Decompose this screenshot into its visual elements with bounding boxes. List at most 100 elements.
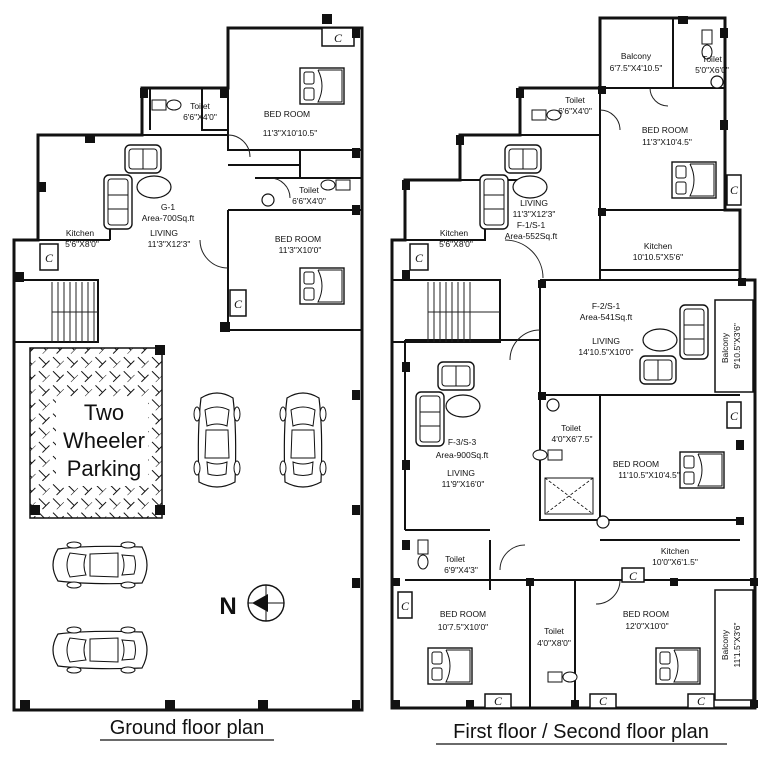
- car-icon: [279, 392, 327, 488]
- cupboard-icon: [39, 243, 59, 271]
- svg-text:BED ROOM: BED ROOM: [642, 125, 688, 135]
- balcony-frame: [714, 589, 754, 701]
- svg-text:LIVING: LIVING: [447, 468, 475, 478]
- svg-text:Balcony: Balcony: [621, 51, 652, 61]
- bed-icon: [655, 647, 701, 685]
- svg-text:5'0"X6'0": 5'0"X6'0": [695, 65, 729, 75]
- svg-text:6'6"X4'0": 6'6"X4'0": [183, 112, 217, 122]
- svg-text:C: C: [415, 251, 424, 265]
- svg-text:C: C: [234, 297, 243, 311]
- svg-text:6'9"X4'3": 6'9"X4'3": [444, 565, 478, 575]
- svg-text:Toilet: Toilet: [561, 423, 581, 433]
- ground-floor-caption: Ground floor plan: [110, 717, 265, 739]
- svg-text:Kitchen: Kitchen: [661, 546, 690, 556]
- ground-columns: [14, 14, 360, 710]
- svg-text:6'6"X4'0": 6'6"X4'0": [292, 196, 326, 206]
- table-icon: [445, 394, 481, 418]
- svg-text:11'3"X10'4.5": 11'3"X10'4.5": [642, 137, 692, 147]
- cupboard-icon: [229, 289, 247, 317]
- svg-text:C: C: [494, 694, 503, 708]
- sofa-icon: [479, 174, 509, 230]
- sofa-icon: [679, 304, 709, 360]
- svg-text:LIVING: LIVING: [592, 336, 620, 346]
- parking-label-line2: Wheeler: [63, 428, 145, 453]
- svg-text:Toilet: Toilet: [702, 54, 722, 64]
- ground-floor-plan: Two Wheeler Parking C C C: [12, 14, 364, 741]
- svg-text:9'10.5"X3'6": 9'10.5"X3'6": [732, 323, 742, 369]
- svg-text:N: N: [219, 593, 236, 620]
- svg-text:C: C: [401, 599, 410, 613]
- upper-columns: [392, 16, 758, 708]
- svg-text:BED ROOM: BED ROOM: [264, 109, 310, 119]
- ground-staircase: [13, 279, 99, 343]
- svg-text:Toilet: Toilet: [299, 185, 319, 195]
- svg-text:BED ROOM: BED ROOM: [275, 234, 321, 244]
- svg-text:G-1: G-1: [161, 202, 175, 212]
- svg-text:Toilet: Toilet: [190, 101, 210, 111]
- toilet-icon: [417, 539, 429, 570]
- sofa-icon: [639, 355, 677, 385]
- svg-text:Area-700Sq.ft: Area-700Sq.ft: [142, 213, 195, 223]
- svg-text:4'0"X6'7.5": 4'0"X6'7.5": [552, 434, 593, 444]
- svg-text:5'6"X8'0": 5'6"X8'0": [439, 239, 473, 249]
- svg-text:Toilet: Toilet: [445, 554, 465, 564]
- svg-text:Area-541Sq.ft: Area-541Sq.ft: [580, 312, 633, 322]
- svg-text:11'1.5"X3'6": 11'1.5"X3'6": [732, 622, 742, 667]
- svg-text:F-2/S-1: F-2/S-1: [592, 301, 621, 311]
- table-icon: [512, 175, 548, 199]
- toilet-icon: [151, 99, 182, 111]
- svg-text:Kitchen: Kitchen: [440, 228, 469, 238]
- svg-text:6'6"X4'0": 6'6"X4'0": [558, 106, 592, 116]
- ground-outer-wall: [12, 26, 364, 712]
- bed-icon: [671, 161, 717, 199]
- bed-icon: [299, 267, 345, 305]
- sofa-icon: [437, 361, 475, 391]
- toilet-icon: [547, 671, 578, 683]
- washbasin-icon: [261, 193, 275, 207]
- svg-text:14'10.5"X10'0": 14'10.5"X10'0": [578, 347, 633, 357]
- upper-cupboards: C C C C C C C C: [397, 174, 742, 709]
- parking-label-line3: Parking: [67, 456, 142, 481]
- svg-text:11'9"X16'0": 11'9"X16'0": [442, 479, 485, 489]
- svg-text:11'10.5"X10'4.5": 11'10.5"X10'4.5": [618, 470, 680, 480]
- svg-text:Area-552Sq.ft: Area-552Sq.ft: [505, 231, 558, 241]
- sofa-icon: [124, 144, 162, 174]
- toilet-icon: [531, 109, 562, 121]
- svg-text:BED ROOM: BED ROOM: [613, 459, 659, 469]
- svg-text:Balcony: Balcony: [720, 332, 730, 363]
- north-arrow-icon: N: [219, 584, 285, 622]
- svg-text:C: C: [629, 569, 638, 583]
- svg-text:10'7.5"X10'0": 10'7.5"X10'0": [438, 622, 488, 632]
- svg-text:Area-900Sq.ft: Area-900Sq.ft: [436, 450, 489, 460]
- car-icon: [193, 392, 241, 488]
- car-icon: [52, 626, 148, 674]
- svg-text:4'0"X8'0": 4'0"X8'0": [537, 638, 571, 648]
- svg-text:11'3"X10'0": 11'3"X10'0": [279, 245, 322, 255]
- sofa-icon: [103, 174, 133, 230]
- svg-text:Toilet: Toilet: [565, 95, 585, 105]
- svg-text:Kitchen: Kitchen: [66, 228, 95, 238]
- svg-text:BED ROOM: BED ROOM: [440, 609, 486, 619]
- svg-text:C: C: [697, 694, 706, 708]
- bed-icon: [427, 647, 473, 685]
- svg-text:C: C: [730, 409, 739, 423]
- svg-text:C: C: [599, 694, 608, 708]
- svg-text:11'3"X12'3": 11'3"X12'3": [148, 239, 191, 249]
- svg-text:BED ROOM: BED ROOM: [623, 609, 669, 619]
- svg-text:LIVING: LIVING: [520, 198, 548, 208]
- svg-text:LIVING: LIVING: [150, 228, 178, 238]
- svg-text:11'3"X12'3": 11'3"X12'3": [513, 209, 556, 219]
- balcony-frame: [714, 299, 754, 393]
- svg-text:12'0"X10'0": 12'0"X10'0": [625, 621, 668, 631]
- svg-text:F-1/S-1: F-1/S-1: [517, 220, 546, 230]
- svg-text:Toilet: Toilet: [544, 626, 564, 636]
- upper-floor-caption: First floor / Second floor plan: [453, 721, 709, 743]
- washbasin-icon: [710, 75, 724, 89]
- car-icon: [52, 541, 148, 589]
- upper-floor-plan: C C C C C C C C: [390, 16, 758, 745]
- svg-text:F-3/S-3: F-3/S-3: [448, 437, 477, 447]
- svg-text:C: C: [45, 251, 54, 265]
- svg-text:11'3"X10'10.5": 11'3"X10'10.5": [263, 128, 318, 138]
- table-icon: [642, 328, 678, 352]
